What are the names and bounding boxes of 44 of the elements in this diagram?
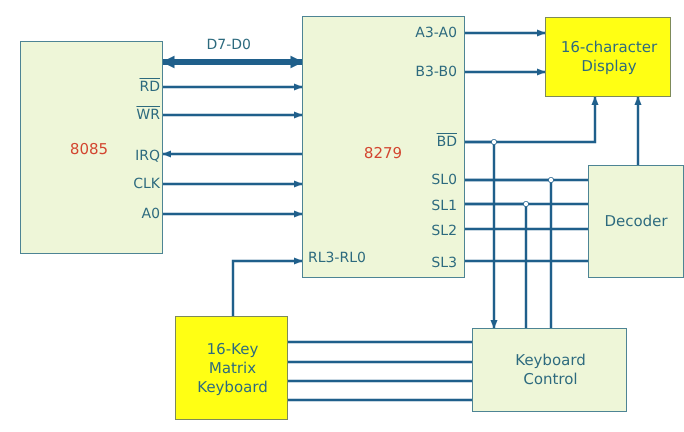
- pin-label: A3-A0: [415, 24, 457, 42]
- pin-label: RL3-RL0: [308, 249, 366, 267]
- display-block: [545, 17, 671, 97]
- pin-label: BD: [436, 133, 457, 151]
- pin-label: SL0: [431, 171, 457, 189]
- chip-name: 8085: [68, 140, 110, 159]
- chip-name: 8279: [362, 144, 404, 163]
- control-block: [472, 328, 627, 412]
- pin-label: SL1: [431, 197, 457, 215]
- chip-block: [20, 41, 163, 254]
- chip-block: [302, 16, 465, 278]
- keyboard-block: [175, 316, 288, 420]
- arrow: [232, 257, 303, 316]
- pin-label: SL3: [431, 254, 457, 272]
- arrow: [163, 180, 303, 188]
- block-label: 16-character Display: [560, 38, 658, 76]
- connector-line: [288, 340, 472, 344]
- connector-line: [465, 228, 588, 230]
- pin-label: SL2: [431, 222, 457, 240]
- arrow: [163, 111, 303, 119]
- connector-line: [288, 398, 472, 402]
- pin-label: IRQ: [135, 147, 160, 165]
- arrow: [163, 210, 303, 218]
- arrow: [465, 68, 546, 76]
- block-label: 16-Key Matrix Keyboard: [196, 340, 269, 397]
- arrow: [465, 140, 498, 329]
- arrow: [163, 83, 303, 91]
- connector-line: [288, 360, 472, 364]
- decoder-block: [588, 165, 684, 278]
- arrow: [162, 56, 304, 68]
- block-label: Keyboard Control: [514, 351, 587, 389]
- connector-line: [465, 260, 588, 262]
- pin-label: WR: [136, 106, 160, 124]
- arrow: [162, 150, 302, 158]
- pin-label: RD: [139, 78, 160, 96]
- connector-line: [465, 178, 552, 328]
- connector-line: [288, 380, 472, 382]
- arrow: [465, 29, 546, 37]
- pin-label: A0: [142, 205, 160, 223]
- pin-label: CLK: [133, 175, 160, 193]
- connector-line: [465, 202, 528, 328]
- arrow: [634, 96, 642, 165]
- pin-label: B3-B0: [415, 63, 457, 81]
- block-label: Decoder: [603, 212, 669, 231]
